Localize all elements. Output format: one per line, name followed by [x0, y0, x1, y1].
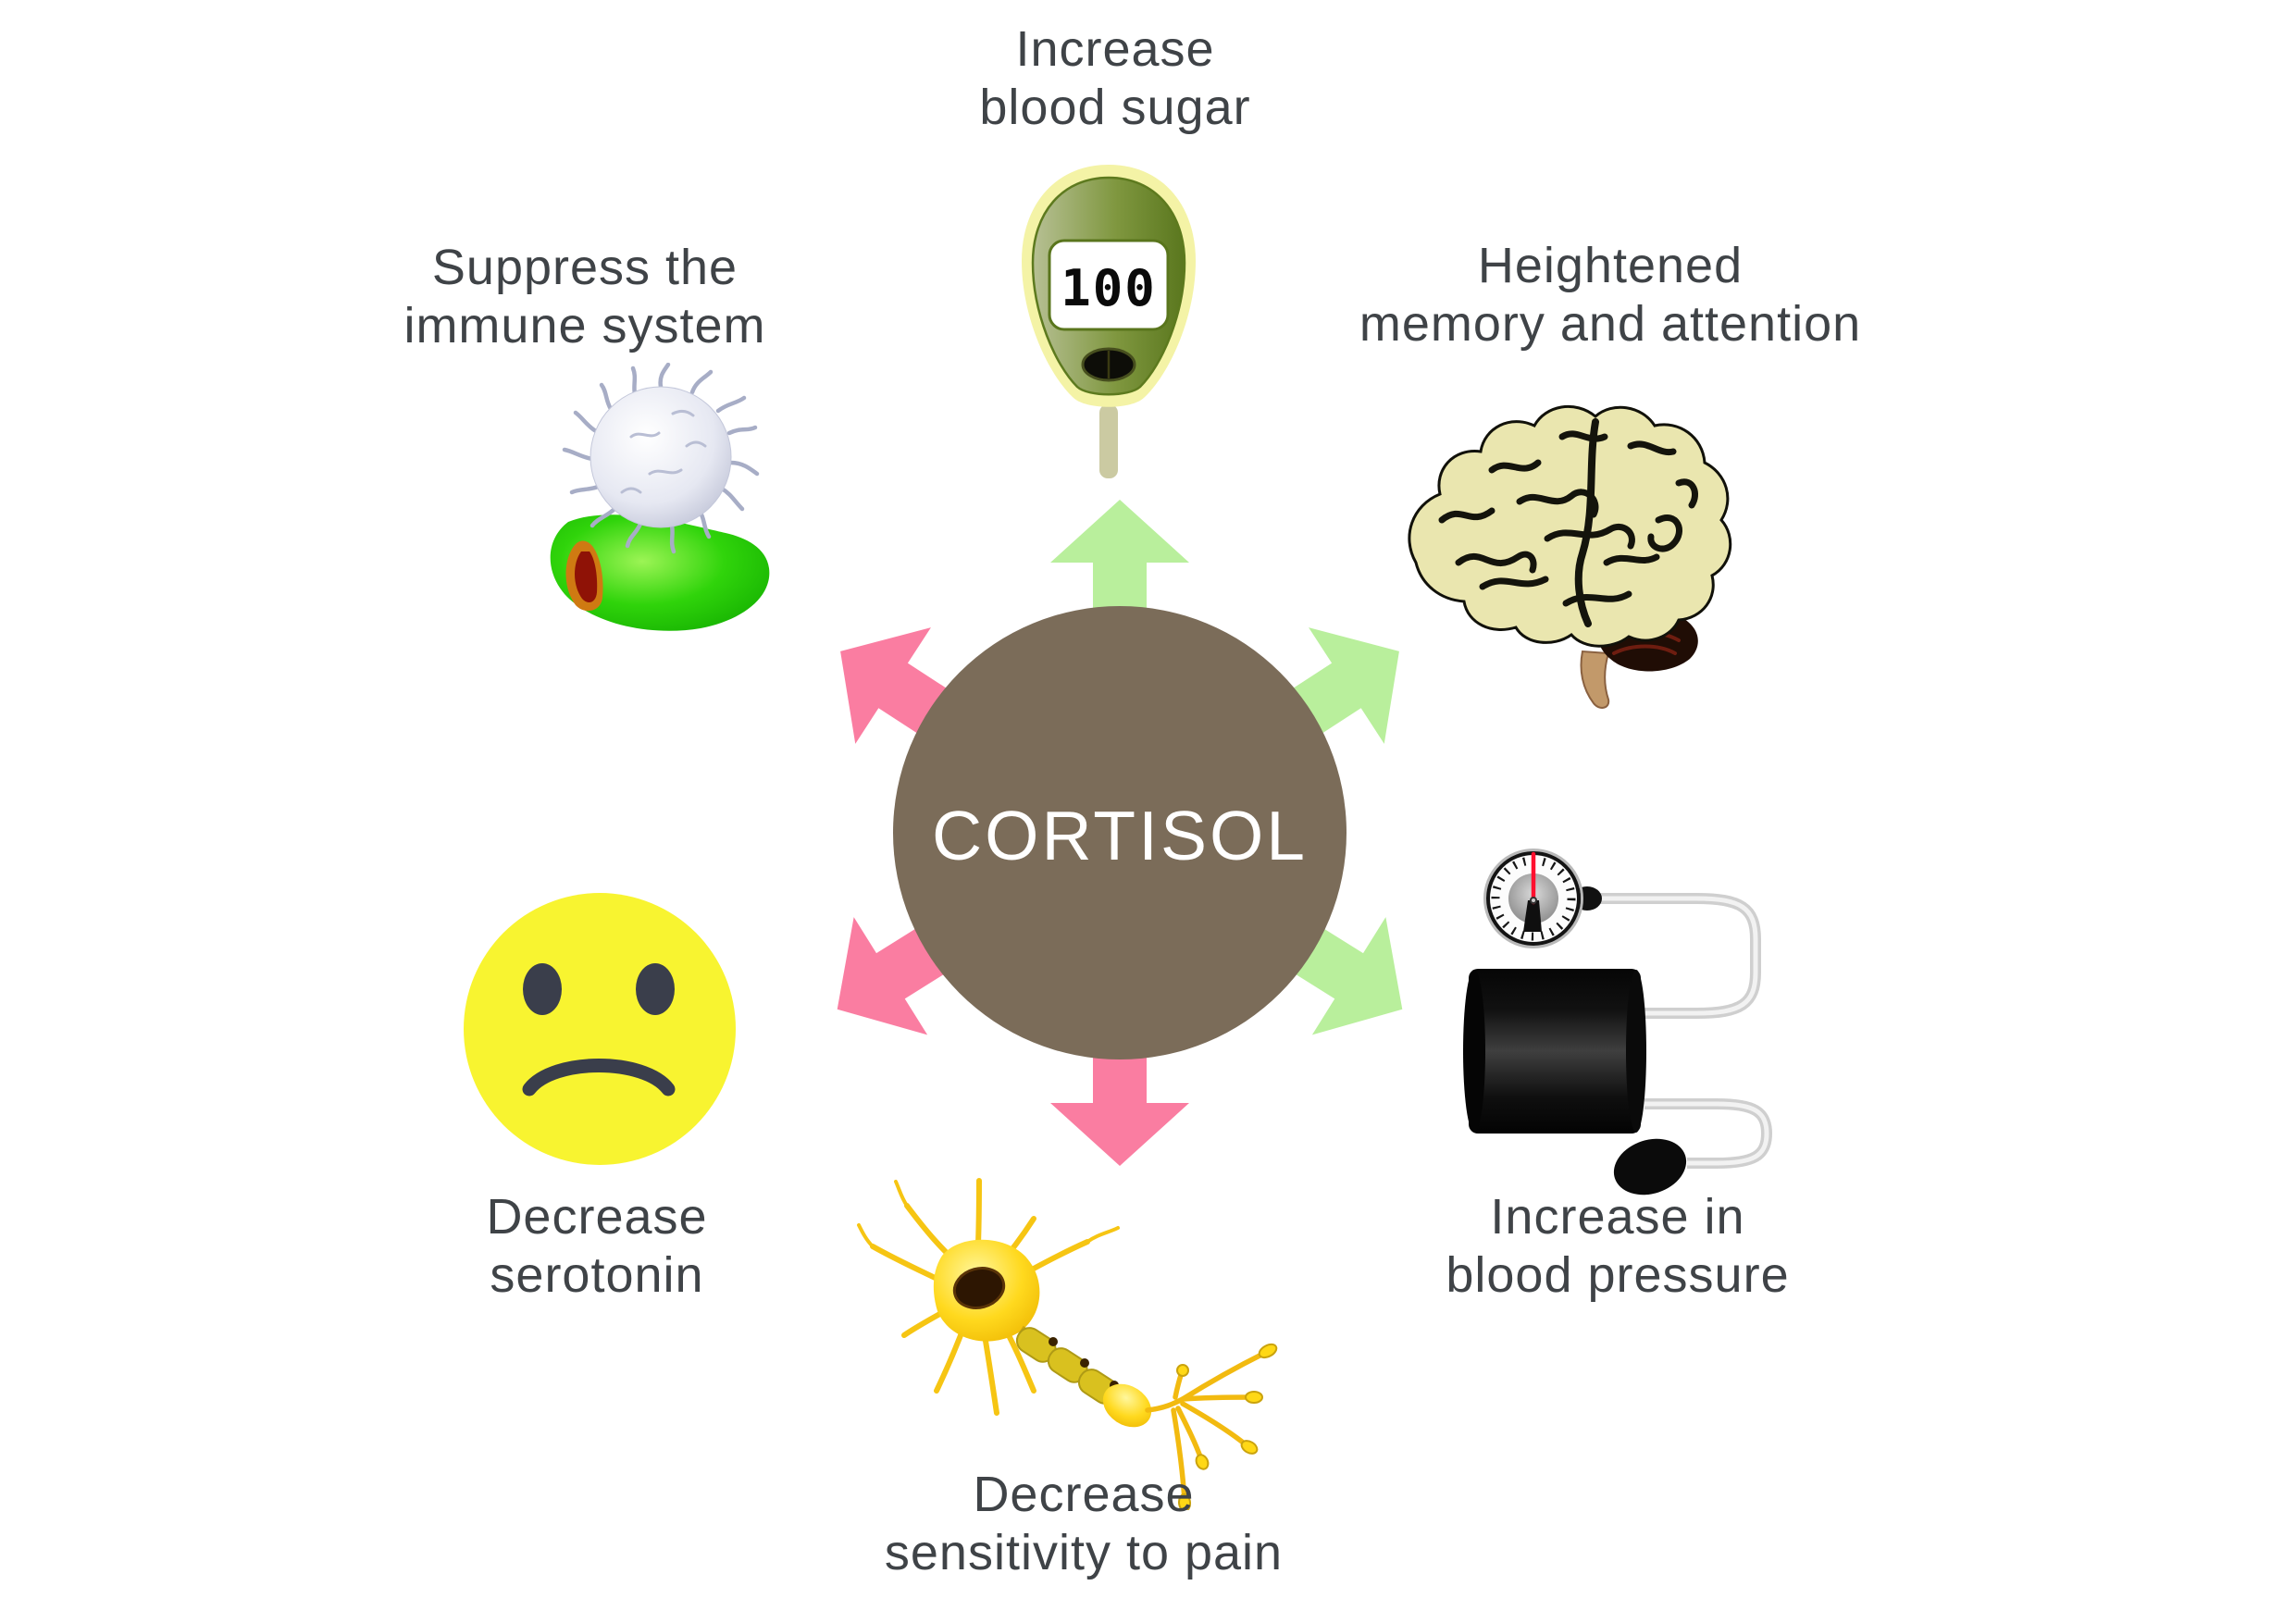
label-line: blood pressure: [1446, 1247, 1790, 1303]
bp-gauge: [1483, 849, 1602, 948]
meter-screen: [1048, 239, 1170, 331]
green-cell: [550, 514, 770, 631]
label-line: Increase in: [1490, 1189, 1745, 1245]
meter-reading-value: 100: [1061, 259, 1157, 317]
immune-cell-icon: [550, 363, 770, 631]
label-line: memory and attention: [1359, 296, 1862, 352]
label-line: serotonin: [490, 1247, 704, 1303]
cortisol-title: CORTISOL: [931, 797, 1309, 874]
brain-stem: [1580, 650, 1610, 709]
cortisol-hub-graphic: [837, 500, 1403, 1166]
nucleus: [952, 1267, 1006, 1309]
face: [464, 893, 736, 1165]
brain-icon: [1408, 404, 1732, 709]
label-line: Decrease: [486, 1189, 708, 1245]
label-line: Decrease: [973, 1467, 1195, 1522]
label-line: Suppress the: [431, 240, 738, 295]
label-increase-blood-pressure: Increase in blood pressure: [1322, 1188, 1914, 1305]
blood-pressure-monitor-icon: [1463, 849, 1773, 1196]
label-suppress-immune: Suppress the immune system: [289, 239, 881, 355]
label-increase-blood-sugar: Increase blood sugar: [819, 20, 1411, 137]
arrow-down-icon: [1050, 1018, 1189, 1166]
white-blood-cell: [590, 386, 732, 528]
neuron-icon: [857, 1178, 1278, 1510]
label-decrease-serotonin: Decrease serotonin: [301, 1188, 893, 1305]
cortisol-circle: [893, 606, 1347, 1059]
arrow-up-icon: [1050, 500, 1189, 648]
left-eye: [523, 963, 562, 1015]
label-decrease-pain: Decrease sensitivity to pain: [788, 1466, 1380, 1582]
bp-pump-bulb: [1613, 1138, 1687, 1196]
axon: [1015, 1325, 1152, 1428]
glucose-meter-icon: 100: [1022, 165, 1196, 478]
right-eye: [636, 963, 675, 1015]
frown-mouth: [522, 1059, 676, 1096]
cerebrum: [1408, 404, 1732, 648]
label-line: Heightened: [1477, 238, 1744, 293]
label-line: immune system: [403, 298, 766, 353]
bp-cuff: [1463, 969, 1646, 1134]
label-heightened-memory: Heightened memory and attention: [1314, 237, 1906, 353]
label-line: blood sugar: [979, 80, 1251, 135]
sad-face-icon: [464, 893, 736, 1165]
label-line: sensitivity to pain: [884, 1525, 1284, 1580]
terminal-tips: [1176, 1343, 1278, 1510]
brain-gyri: [1438, 418, 1698, 627]
label-line: Increase: [1015, 21, 1215, 77]
tube: [1596, 893, 1773, 1169]
